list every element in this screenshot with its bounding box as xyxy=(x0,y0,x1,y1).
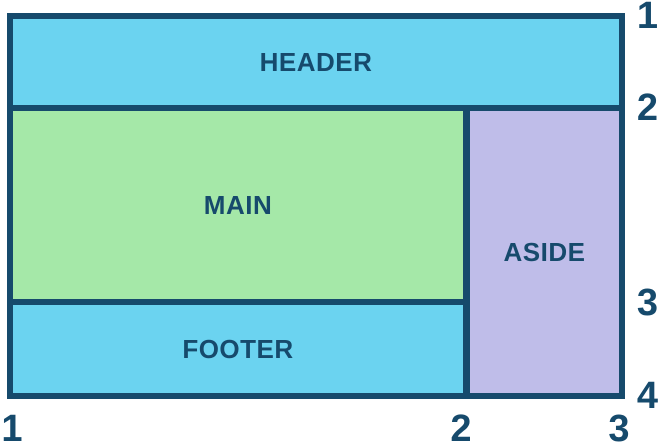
row-line-number-2: 2 xyxy=(636,87,658,129)
grid-area-header-label: HEADER xyxy=(259,46,373,77)
column-line-number-3: 3 xyxy=(608,408,630,447)
row-line-number-1: 1 xyxy=(636,0,658,37)
row-line-number-4: 4 xyxy=(636,375,658,417)
column-line-number-2: 2 xyxy=(450,408,472,447)
row-line-number-3: 3 xyxy=(636,282,658,324)
column-line-number-1: 1 xyxy=(1,408,23,447)
grid-container: HEADER MAIN ASIDE FOOTER xyxy=(7,13,625,399)
grid-area-main-label: MAIN xyxy=(203,189,273,220)
grid-area-aside: ASIDE xyxy=(470,111,619,393)
grid-area-aside-label: ASIDE xyxy=(503,236,586,267)
grid-area-footer-label: FOOTER xyxy=(182,333,294,364)
grid-area-main: MAIN xyxy=(13,111,463,299)
grid-area-header: HEADER xyxy=(13,19,619,105)
grid-area-footer: FOOTER xyxy=(13,305,463,393)
